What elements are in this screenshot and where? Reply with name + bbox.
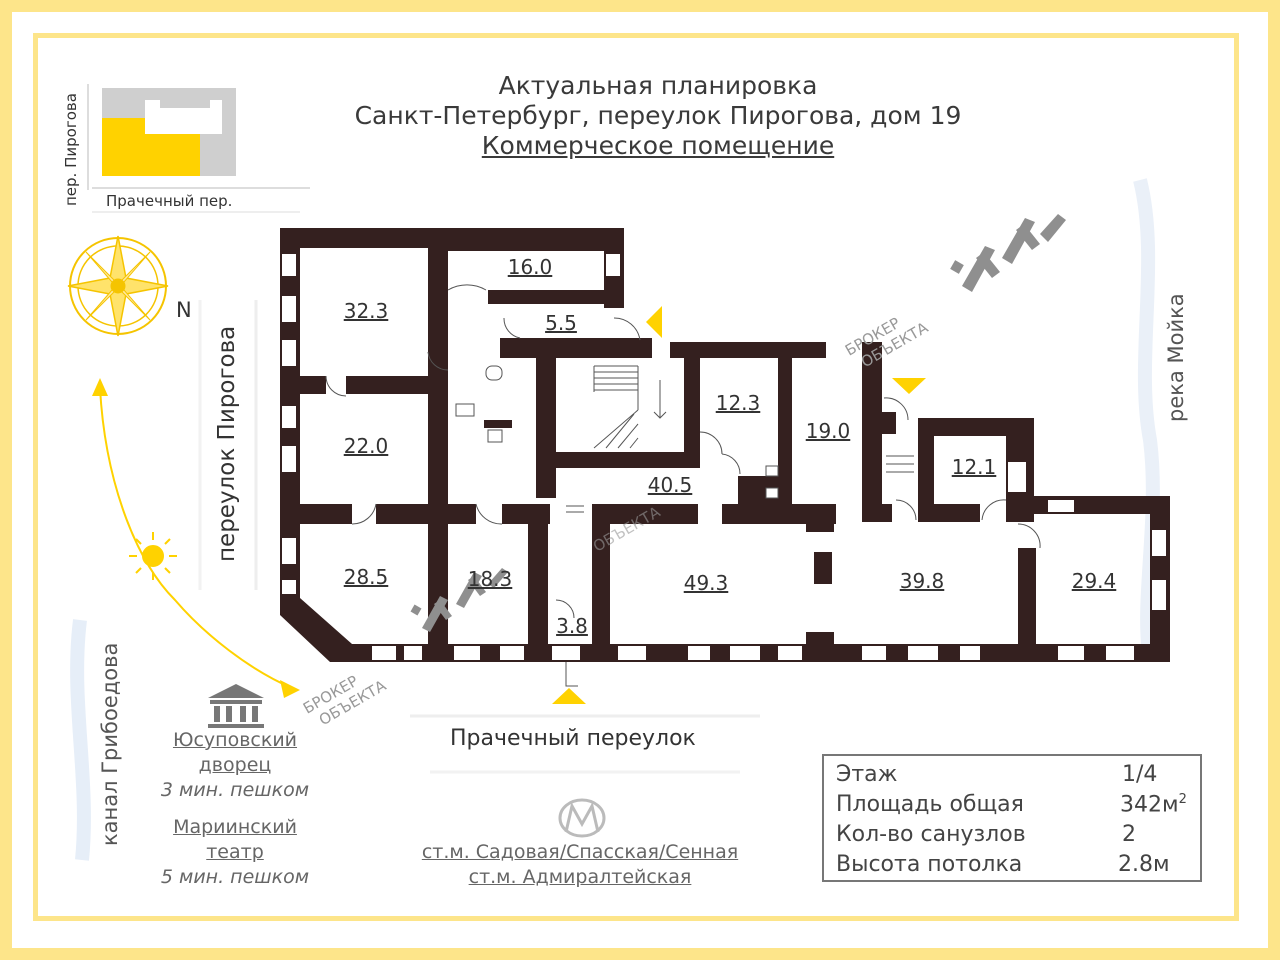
title-line-1: Актуальная планировка — [498, 71, 818, 100]
compass-north-label: N — [176, 298, 192, 322]
property-info-box: Этаж 1/4 Площадь общая 342м2 Кол-во сану… — [822, 754, 1202, 882]
landmark-name[interactable]: Юсуповский — [172, 729, 298, 751]
room-area-label: 49.3 — [683, 571, 729, 595]
landmark-walk-time: 5 мин. пешком — [160, 866, 310, 888]
landmark-mariinsky-theatre[interactable]: Мариинский театр 5 мин. пешком — [130, 815, 340, 890]
minimap-street-horizontal: Прачечный пер. — [106, 192, 233, 210]
info-floor-value: 1/4 — [1122, 762, 1158, 787]
page-frame — [33, 33, 1239, 921]
metro-icon — [558, 798, 606, 838]
landmark-walk-time: 3 мин. пешком — [160, 779, 310, 801]
room-area-label: 39.8 — [899, 569, 945, 593]
landmark-name-line2[interactable]: дворец — [198, 754, 272, 776]
minimap-street-vertical: пер. Пирогова — [62, 93, 80, 206]
landmark-name-line2[interactable]: театр — [206, 841, 264, 863]
title-property-type: Коммерческое помещение — [481, 131, 835, 160]
river-shape — [1133, 178, 1160, 662]
door-swings — [325, 284, 1041, 687]
minimap — [87, 84, 310, 213]
info-height-value: 2.8м — [1118, 852, 1170, 877]
river-label: река Мойка — [1164, 293, 1188, 422]
room-area-label: 3.8 — [556, 614, 588, 638]
info-floor-label: Этаж — [836, 762, 898, 787]
metro-line-1[interactable]: ст.м. Садовая/Спасская/Сенная — [421, 841, 739, 863]
room-area-label: 40.5 — [647, 473, 693, 497]
info-area-value: 342м2 — [1120, 792, 1187, 818]
staircase — [566, 365, 914, 513]
sun-path-arc — [92, 378, 300, 698]
entrance-markers — [552, 306, 926, 704]
sun-icon — [129, 532, 177, 580]
room-area-label: 18.3 — [467, 567, 513, 591]
walls — [280, 228, 1170, 662]
brand-watermark-icon-small — [410, 568, 508, 632]
windows — [282, 254, 1166, 660]
room-area-label: 32.3 — [343, 299, 389, 323]
brand-watermark-icon — [950, 214, 1066, 292]
landmark-yusupov-palace[interactable]: Юсуповский дворец 3 мин. пешком — [130, 728, 340, 803]
canal-shape — [70, 619, 91, 861]
metro-stations[interactable]: ст.м. Садовая/Спасская/Сенная ст.м. Адми… — [400, 840, 760, 890]
info-baths-label: Кол-во санузлов — [836, 822, 1026, 847]
street-left-label: переулок Пирогова — [214, 325, 240, 562]
toilet-fixtures — [455, 365, 779, 499]
info-height-label: Высота потолка — [836, 852, 1023, 877]
room-area-label: 16.0 — [507, 255, 553, 279]
info-baths-value: 2 — [1122, 822, 1136, 847]
landmark-name[interactable]: Мариинский — [173, 816, 297, 838]
canal-label: канал Грибоедова — [98, 642, 122, 846]
room-area-label: 29.4 — [1071, 569, 1117, 593]
room-area-label: 12.3 — [715, 391, 761, 415]
room-area-label: 19.0 — [805, 419, 851, 443]
room-area-label: 28.5 — [343, 565, 389, 589]
metro-line-2[interactable]: ст.м. Адмиралтейская — [468, 866, 692, 888]
compass-rose-icon — [67, 235, 169, 337]
street-bottom-label: Прачечный переулок — [450, 726, 696, 751]
room-area-label: 22.0 — [343, 434, 389, 458]
room-area-label: 12.1 — [951, 455, 997, 479]
info-area-label: Площадь общая — [836, 792, 1024, 817]
room-area-label: 5.5 — [545, 311, 577, 335]
museum-icon — [208, 684, 264, 728]
title-address: Санкт-Петербург, переулок Пирогова, дом … — [354, 101, 962, 130]
